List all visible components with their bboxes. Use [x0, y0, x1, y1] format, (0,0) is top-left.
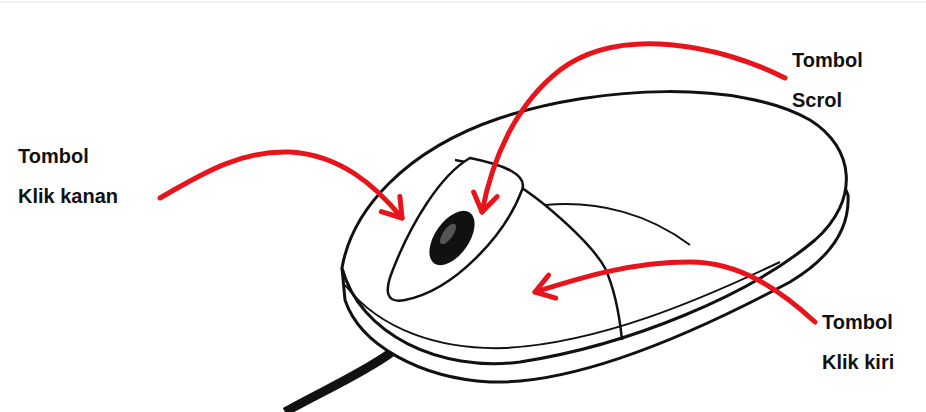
scroll-wheel — [420, 203, 483, 273]
scroll-groove — [388, 158, 523, 301]
mouse-cable — [285, 352, 392, 412]
pointer-arrow — [535, 262, 815, 322]
pointer-arrow — [482, 44, 785, 212]
scroll-wheel-shine — [437, 221, 459, 246]
part-label: Tombol Scrol — [792, 40, 872, 120]
frame-line — [0, 2, 926, 3]
mouse-shell — [342, 92, 846, 364]
part-label: Tombol Klik kanan — [18, 136, 125, 216]
pointer-arrow — [160, 152, 402, 218]
part-label: Tombol Klik kiri — [822, 302, 922, 382]
button-edge — [545, 204, 690, 245]
